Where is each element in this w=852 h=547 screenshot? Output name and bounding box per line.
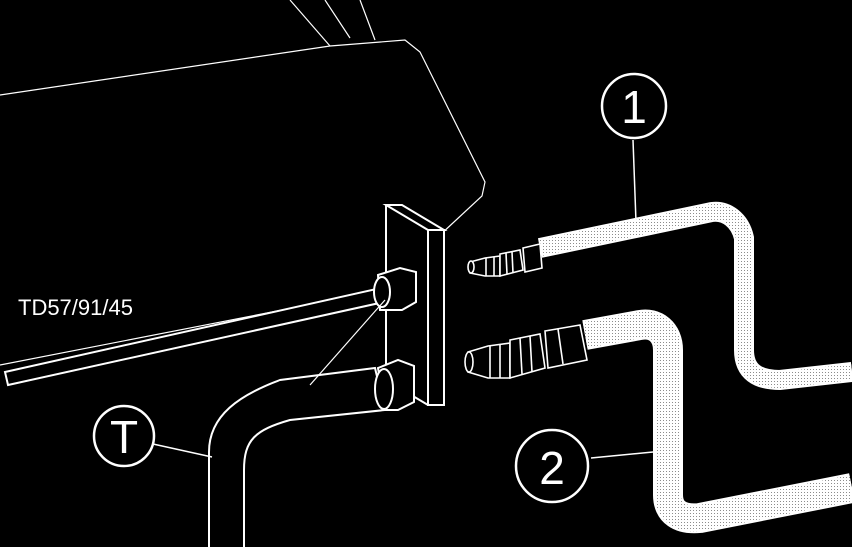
pressure-hose-2 (582, 309, 852, 534)
callout-1: 1 (600, 72, 668, 223)
return-pipe (3, 266, 417, 387)
callout-2: 2 (514, 428, 654, 504)
coupling-1 (467, 243, 543, 278)
callout-tank: T (92, 404, 213, 468)
callout-1-number: 1 (621, 81, 647, 133)
coupling-2 (464, 324, 588, 380)
part-code-label: TD57/91/45 (18, 295, 133, 320)
callout-tank-letter: T (110, 411, 138, 463)
callout-2-number: 2 (539, 442, 565, 494)
tank-pipe (208, 299, 415, 547)
mounting-bracket (382, 204, 448, 406)
pressure-hose-1 (537, 201, 852, 391)
